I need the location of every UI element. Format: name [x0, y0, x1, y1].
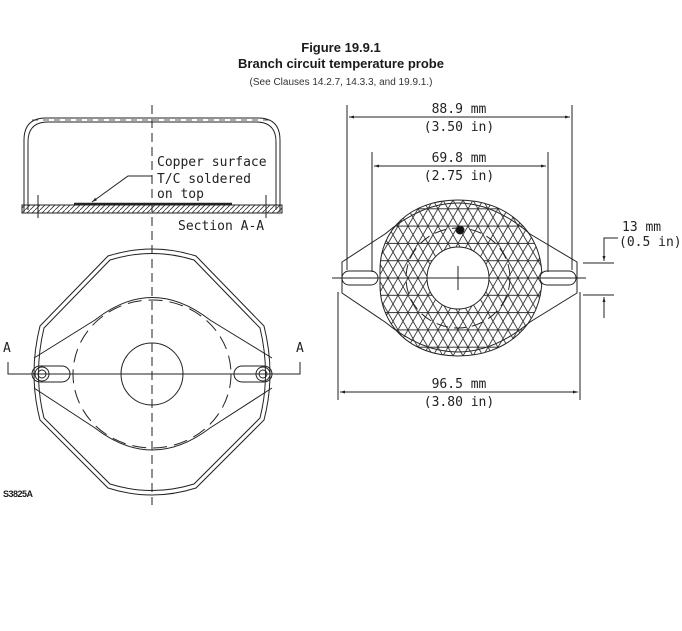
figure-number: Figure 19.9.1	[301, 40, 381, 55]
drawing-code: S3825A	[3, 489, 33, 499]
dim-slot-height-in: (0.5 in)	[619, 235, 682, 250]
dim-overall-width-mm: 96.5 mm	[432, 377, 487, 392]
section-label: Section A-A	[178, 219, 264, 234]
dim-inner-width-mm: 69.8 mm	[432, 151, 487, 166]
section-marker-left: A	[3, 341, 11, 356]
plan-view	[7, 248, 301, 496]
section-marker-right: A	[296, 341, 304, 356]
probe-face-view	[332, 105, 618, 400]
dim-overall-width-in: (3.80 in)	[424, 395, 494, 410]
section-note-line3: on top	[157, 187, 204, 202]
figure-title: Branch circuit temperature probe	[238, 56, 444, 71]
section-note-line1: Copper surface	[157, 155, 267, 170]
figure-reference: (See Clauses 14.2.7, 14.3.3, and 19.9.1.…	[249, 77, 433, 88]
dim-outer-width-in: (3.50 in)	[424, 120, 494, 135]
dim-inner-width-in: (2.75 in)	[424, 169, 494, 184]
section-note-line2: T/C soldered	[157, 172, 251, 187]
dim-outer-width-mm: 88.9 mm	[432, 102, 487, 117]
dim-slot-height-mm: 13 mm	[622, 220, 661, 235]
